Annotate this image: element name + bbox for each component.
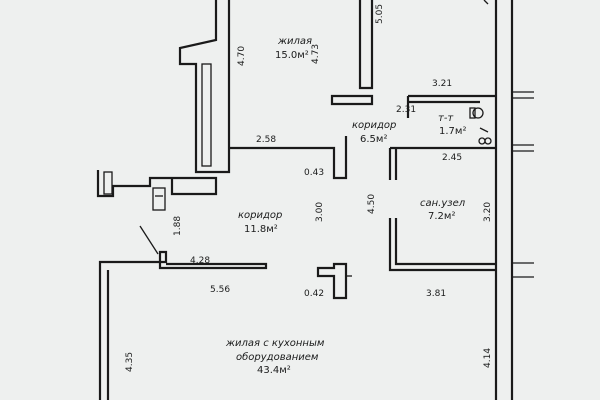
bathroom-wall bbox=[388, 218, 496, 272]
dim-4-35: 4.35 bbox=[125, 352, 135, 372]
room-area-living-top: 15.0м² bbox=[275, 50, 309, 61]
left-stub-box bbox=[103, 171, 113, 195]
room-area-bathroom: 7.2м² bbox=[428, 211, 455, 222]
top-right-mark bbox=[483, 0, 489, 5]
toilet-bottom-wall bbox=[388, 146, 496, 180]
dim-3-00: 3.00 bbox=[315, 202, 325, 222]
drain-icon bbox=[484, 137, 492, 145]
room-name-toilet: т-т bbox=[438, 113, 454, 124]
dim-2-45: 2.45 bbox=[442, 153, 462, 163]
door-swing-line bbox=[139, 225, 159, 255]
dim-4-28: 4.28 bbox=[190, 256, 210, 266]
dim-4-70: 4.70 bbox=[237, 46, 247, 66]
walls bbox=[96, 0, 534, 400]
room-area-toilet: 1.7м² bbox=[439, 126, 466, 137]
toilet-bowl-icon bbox=[472, 107, 484, 119]
dim-1-88: 1.88 bbox=[173, 216, 183, 236]
dimension-labels: 4.70 4.73 5.05 3.21 2.31 2.58 2.45 0.43 … bbox=[125, 4, 493, 372]
toilet-tank-icon bbox=[469, 107, 476, 119]
column-0-42 bbox=[316, 262, 348, 300]
room-area-living-kitchen: 43.4м² bbox=[257, 365, 291, 376]
column-block bbox=[152, 187, 166, 211]
room-name-corridor-small: коридор bbox=[352, 120, 396, 131]
dim-2-58: 2.58 bbox=[256, 135, 276, 145]
left-upper-wall bbox=[178, 0, 231, 174]
room-name-living-kitchen-2: оборудованием bbox=[236, 351, 319, 363]
dim-2-31: 2.31 bbox=[396, 105, 416, 115]
room-name-bathroom: сан.узел bbox=[420, 198, 466, 209]
dim-3-21: 3.21 bbox=[432, 79, 452, 89]
ventilation-shaft bbox=[201, 63, 212, 167]
dim-5-56: 5.56 bbox=[210, 285, 230, 295]
top-center-wall bbox=[358, 0, 374, 90]
dim-0-43: 0.43 bbox=[304, 168, 324, 178]
dim-0-42: 0.42 bbox=[304, 289, 324, 299]
pipe-mark bbox=[479, 127, 489, 133]
dim-3-81: 3.81 bbox=[426, 289, 446, 299]
dim-4-50: 4.50 bbox=[367, 194, 377, 214]
room-name-living-kitchen-1: жилая с кухонным bbox=[225, 338, 325, 349]
dim-4-14: 4.14 bbox=[483, 348, 493, 368]
left-mid-wall bbox=[96, 170, 218, 198]
room-name-corridor-main: коридор bbox=[238, 210, 282, 221]
room-area-corridor-main: 11.8м² bbox=[244, 224, 278, 235]
kitchen-top-wall bbox=[98, 250, 268, 400]
corridor-divider-wall bbox=[229, 136, 348, 180]
room-area-corridor-small: 6.5м² bbox=[360, 134, 387, 145]
dim-3-20: 3.20 bbox=[483, 202, 493, 222]
toilet-top-wall bbox=[406, 94, 496, 118]
room-name-living-top: жилая bbox=[277, 36, 312, 47]
room-labels: жилая 15.0м² коридор 6.5м² т-т 1.7м² сан… bbox=[225, 36, 466, 376]
dim-4-73: 4.73 bbox=[311, 44, 321, 64]
drain-icon bbox=[478, 137, 486, 145]
dim-5-05: 5.05 bbox=[375, 4, 385, 24]
top-center-ledge bbox=[330, 94, 374, 106]
